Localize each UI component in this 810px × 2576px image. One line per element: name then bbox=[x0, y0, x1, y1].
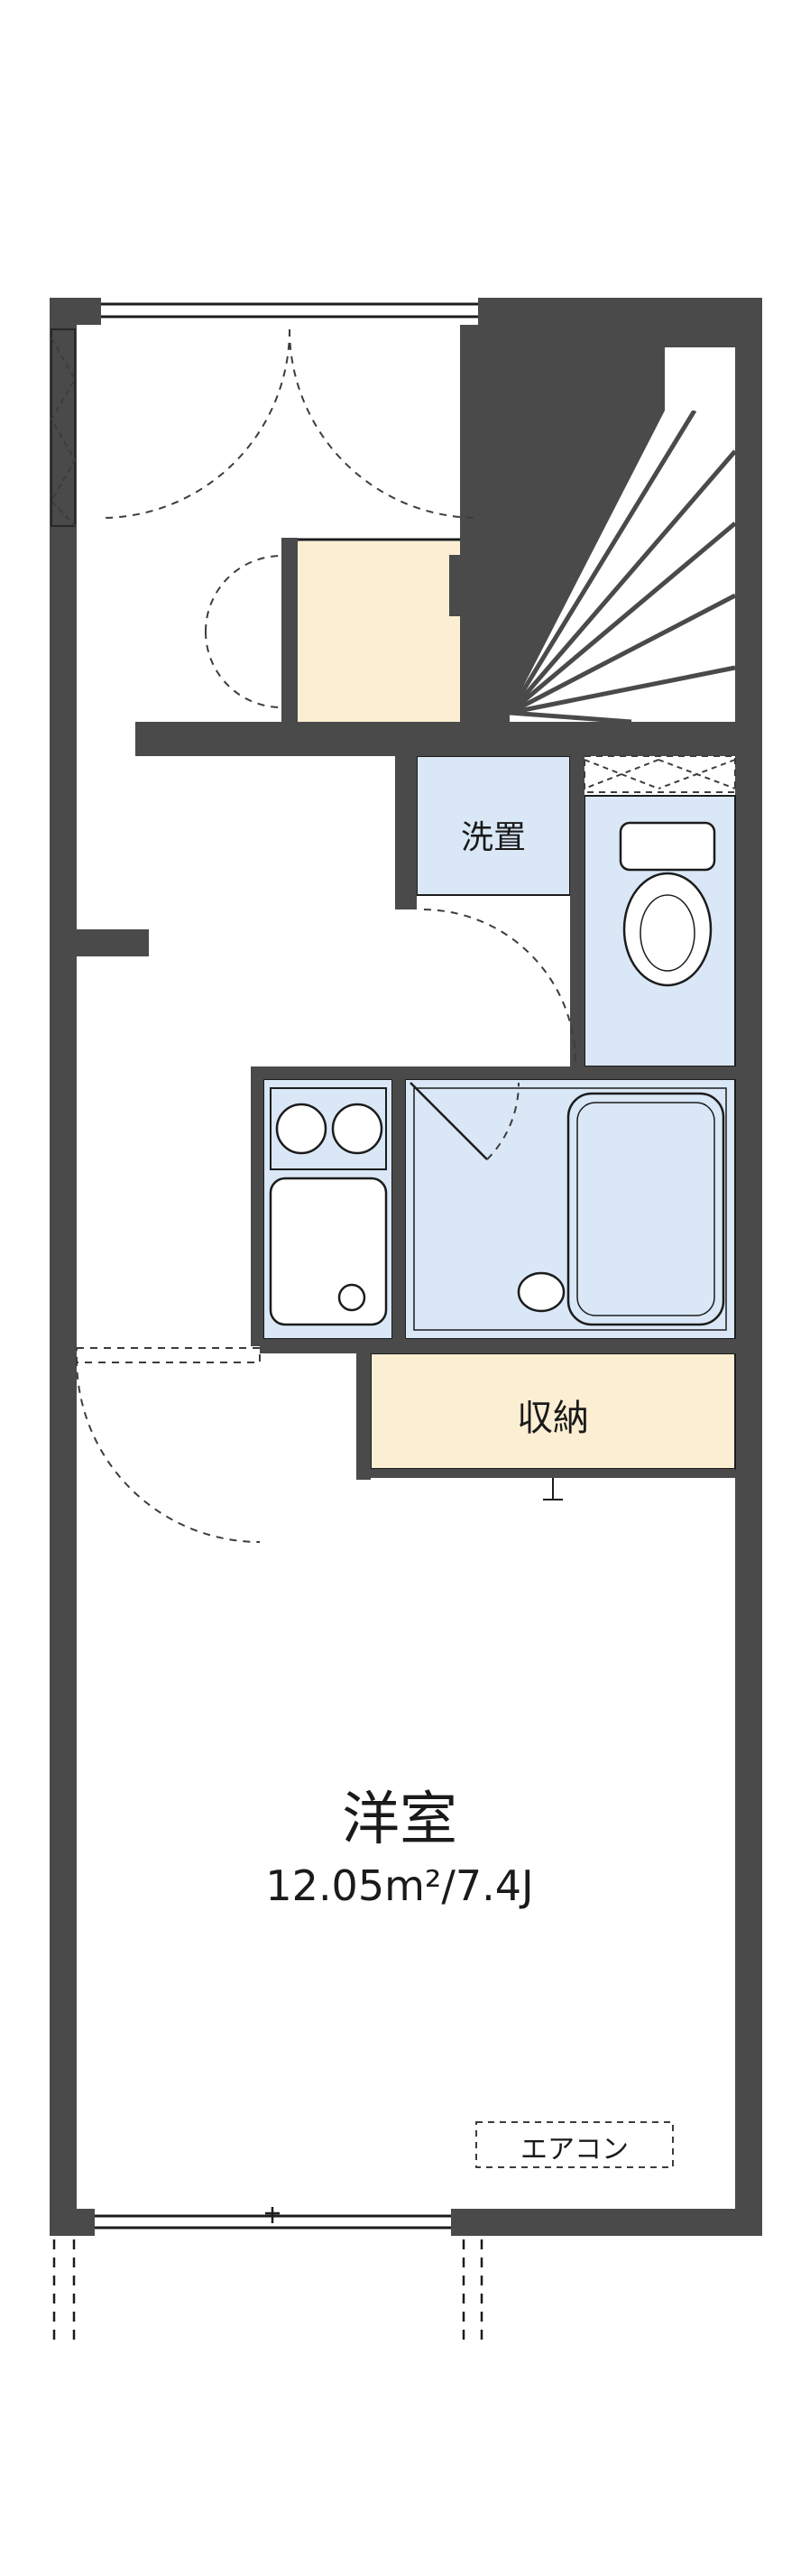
corridor-stub-wall bbox=[77, 929, 149, 956]
entrance-door-arc-right bbox=[289, 328, 479, 519]
stove-burner-left bbox=[275, 1103, 327, 1155]
staircase bbox=[478, 325, 737, 756]
bottom-window bbox=[95, 2207, 451, 2236]
sink-drain bbox=[337, 1283, 366, 1312]
wall-band-lower bbox=[260, 1339, 762, 1353]
stair-step-lines bbox=[507, 409, 737, 725]
genkan-left-wall bbox=[281, 538, 298, 722]
outer-walls bbox=[50, 298, 762, 2236]
stair-landing bbox=[665, 347, 735, 411]
boundary-dashes bbox=[52, 2239, 483, 2344]
main-room-label: 洋室 bbox=[342, 1787, 457, 1853]
storage-left-wall bbox=[356, 1346, 371, 1480]
bath-drain bbox=[517, 1271, 566, 1313]
kitchen-sink bbox=[269, 1177, 388, 1326]
entrance-genkan-floor bbox=[298, 541, 460, 722]
bathtub bbox=[566, 1092, 725, 1326]
toilet-divider-wall bbox=[570, 756, 584, 1066]
bath-door-arc bbox=[486, 1082, 520, 1160]
storage-label: 収納 bbox=[517, 1398, 589, 1439]
laundry-label: 洗置 bbox=[461, 819, 526, 856]
wall-band-upper bbox=[135, 722, 735, 756]
interior-walls bbox=[77, 325, 762, 1480]
genkan-door-arc-upper bbox=[205, 555, 282, 632]
wall-bottom-right bbox=[451, 2209, 762, 2236]
stove-box bbox=[270, 1087, 387, 1170]
genkan-door-arc-lower bbox=[205, 631, 282, 708]
toilet-bowl bbox=[622, 872, 713, 987]
fixtures bbox=[50, 298, 736, 2236]
storage-pole-mark bbox=[543, 1478, 563, 1500]
stove-burner-right bbox=[331, 1103, 383, 1155]
bath-door-leaf bbox=[410, 1082, 488, 1160]
kitchen-left-wall bbox=[251, 1079, 263, 1346]
laundry-room-floor bbox=[416, 755, 571, 896]
main-room-door-arc bbox=[76, 1358, 261, 1543]
aircon-label: エアコン bbox=[520, 2134, 629, 2165]
bathtub-inner bbox=[576, 1102, 715, 1316]
storage-bottom-wall bbox=[356, 1469, 735, 1478]
main-room-area: 12.05m²/7.4J bbox=[265, 1861, 533, 1910]
laundry-left-wall bbox=[395, 756, 417, 909]
kitchen-bath-divider bbox=[392, 1079, 405, 1339]
wall-left bbox=[50, 298, 77, 2236]
wall-band-middle bbox=[251, 1066, 762, 1079]
toilet-shelf bbox=[584, 755, 736, 793]
bathroom-unit bbox=[410, 1082, 727, 1331]
toilet-shelf-cross bbox=[584, 759, 736, 789]
wall-top-right bbox=[478, 298, 762, 325]
bathroom-inner-wall bbox=[413, 1087, 727, 1331]
genkan-stair-wall bbox=[460, 325, 478, 722]
main-room-door-leaf bbox=[76, 1347, 261, 1363]
bathroom-floor bbox=[404, 1078, 736, 1340]
wall-right bbox=[735, 298, 762, 2236]
stair-pillar bbox=[449, 555, 507, 616]
toilet-tank bbox=[619, 821, 716, 872]
labels: 洗置 収納 洋室 12.05m²/7.4J エアコン bbox=[265, 819, 629, 2165]
door-swings bbox=[76, 328, 576, 1543]
entrance-door-arc-left bbox=[100, 328, 290, 519]
toilet-bowl-inner bbox=[640, 894, 695, 972]
entrance-opening bbox=[101, 298, 478, 325]
washroom-door-arc bbox=[423, 909, 576, 1064]
aircon-box bbox=[475, 2121, 674, 2168]
storage-closet-floor bbox=[370, 1353, 736, 1470]
meter-box-hatch bbox=[50, 337, 77, 527]
kitchen-unit bbox=[269, 1087, 388, 1326]
toilet-fixture bbox=[619, 821, 716, 987]
meter-box bbox=[51, 328, 76, 527]
wall-bottom-left bbox=[50, 2209, 95, 2236]
